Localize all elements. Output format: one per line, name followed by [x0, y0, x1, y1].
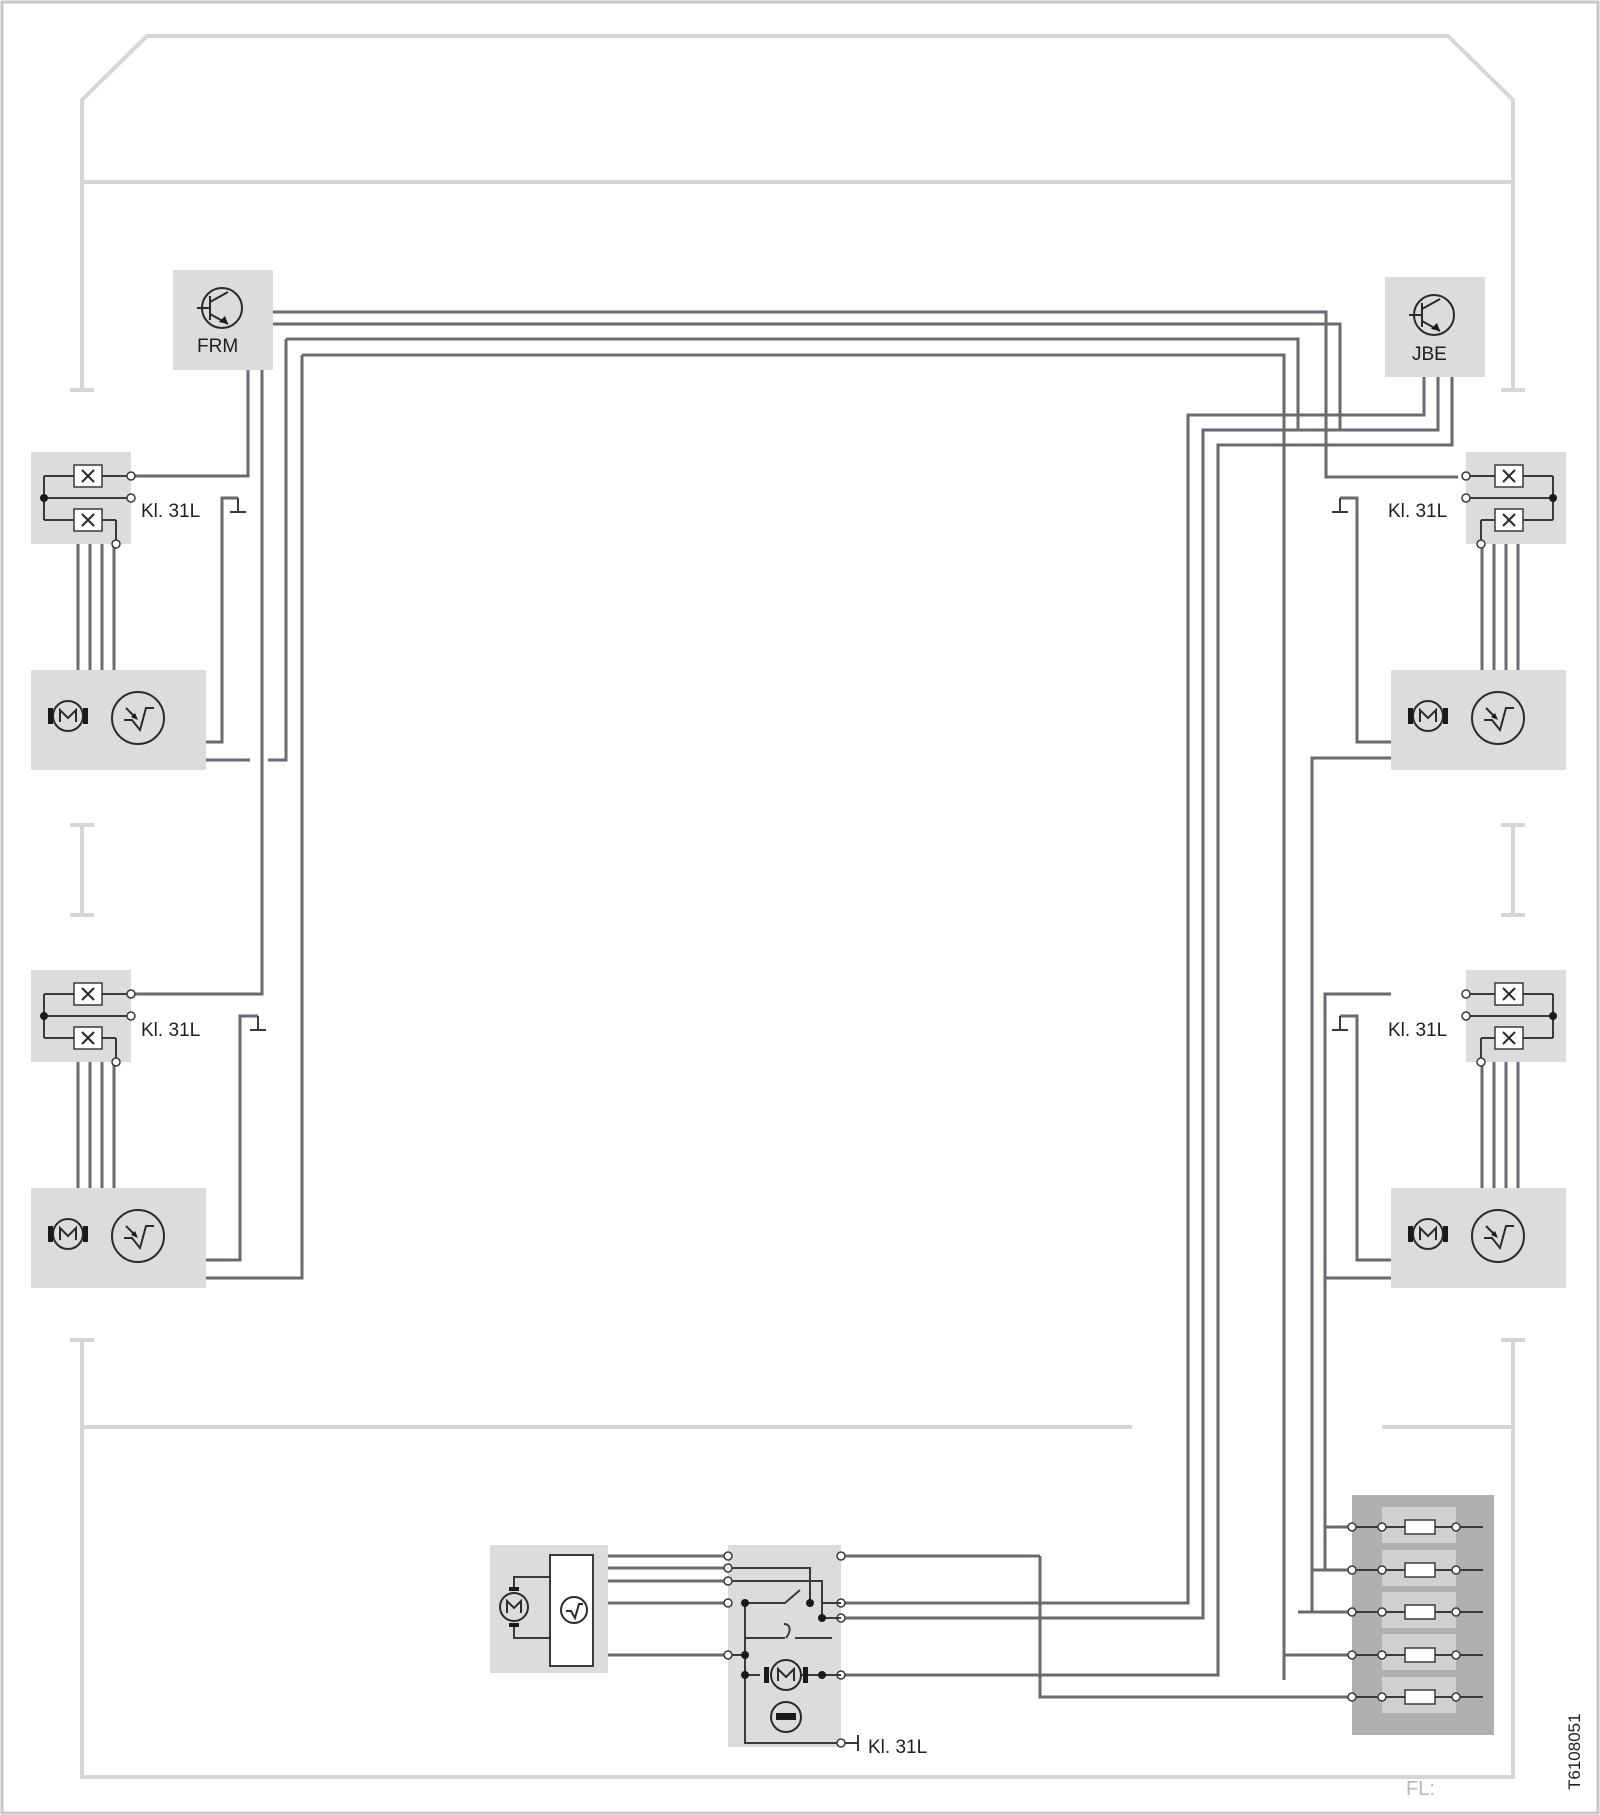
fuse-icon — [1404, 1604, 1436, 1620]
fuse-icon — [1404, 1562, 1436, 1578]
motor-icon — [764, 1659, 808, 1691]
vehicle-outline — [70, 34, 1525, 1779]
motor-icon — [48, 700, 88, 732]
transistor-icon — [197, 287, 243, 329]
fuse-panel-detail — [1347, 1519, 1483, 1705]
switch-block-front-right-detail — [1461, 464, 1557, 549]
hall-sensor-icon — [1471, 691, 1525, 745]
ground-label-rear-left: Kl. 31L — [141, 1020, 200, 1041]
switch-block-front-left-detail — [40, 464, 136, 549]
hall-sensor-icon — [111, 691, 165, 745]
hall-sensor-icon — [111, 1209, 165, 1263]
ground-label-sunroof: Kl. 31L — [868, 1737, 927, 1758]
window-motor-rear-left — [31, 1188, 206, 1288]
ground-label-front-right: Kl. 31L — [1388, 501, 1447, 522]
frm-label: FRM — [197, 336, 238, 357]
harness-wires — [76, 310, 1520, 1699]
motor-icon — [1408, 1218, 1448, 1250]
motor-icon — [1408, 700, 1448, 732]
fuse-icon — [1404, 1689, 1436, 1705]
transistor-icon — [1409, 294, 1455, 336]
motor-icon — [48, 1218, 88, 1250]
ground-label-rear-right: Kl. 31L — [1388, 1020, 1447, 1041]
switch-block-rear-left-detail — [40, 982, 136, 1067]
fuse-icon — [1404, 1519, 1436, 1535]
window-motor-front-left — [31, 670, 206, 770]
footer-label: FL: — [1406, 1778, 1435, 1800]
window-motor-rear-right — [1391, 1188, 1566, 1288]
hall-sensor-icon — [1471, 1209, 1525, 1263]
fuse-icon — [1404, 1647, 1436, 1663]
switch-block-rear-right-detail — [1461, 982, 1557, 1067]
jbe-label: JBE — [1412, 344, 1447, 365]
sunroof-module-detail — [499, 1554, 594, 1667]
ground-icon — [230, 498, 1348, 1751]
window-motor-front-right — [1391, 670, 1566, 770]
ground-label-front-left: Kl. 31L — [141, 501, 200, 522]
sensor-minus-icon — [770, 1701, 802, 1733]
figure-code: T6108051 — [1565, 1713, 1584, 1790]
relay-switch-icon — [723, 1551, 846, 1748]
